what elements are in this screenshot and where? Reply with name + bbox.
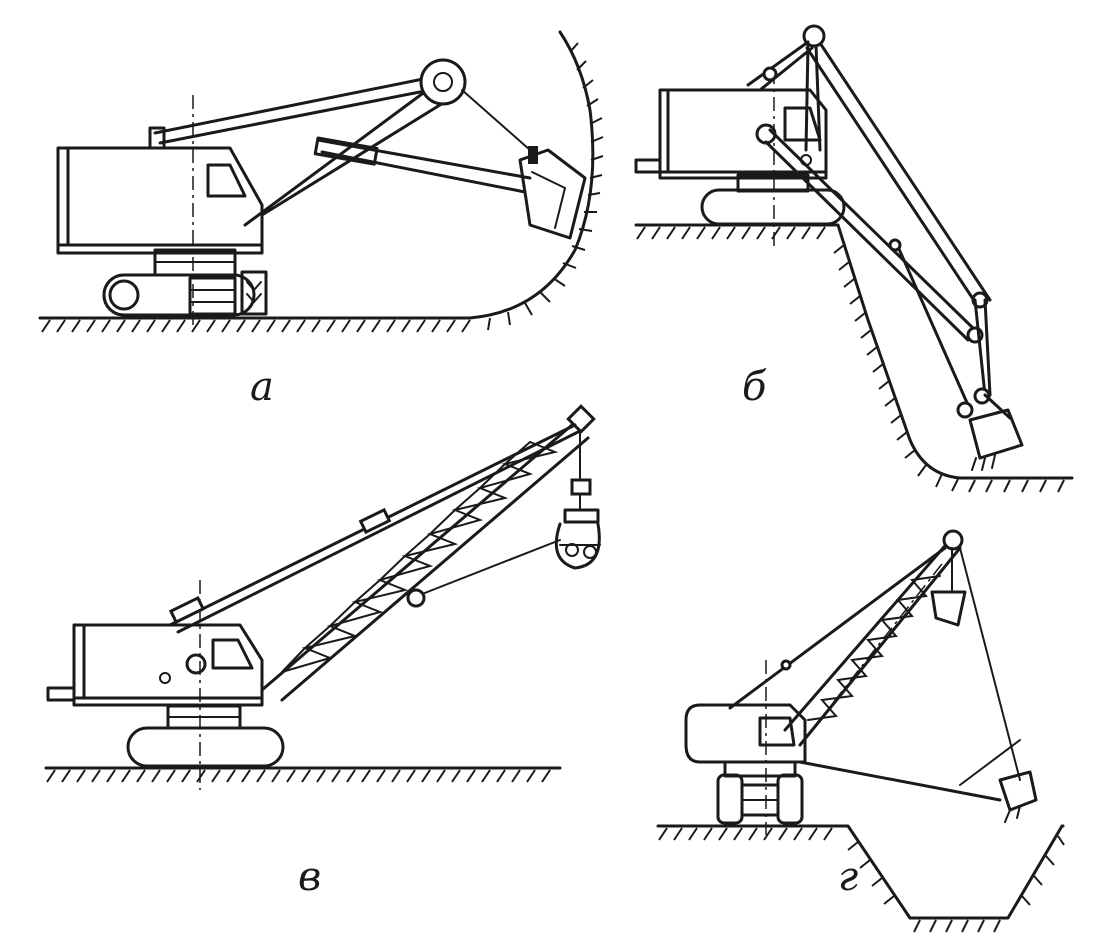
panel-g-dragline	[656, 529, 1065, 933]
ground-hatching	[658, 827, 1065, 933]
panel-b-backhoe	[634, 24, 1074, 493]
panel-a-power-shovel	[38, 30, 604, 333]
ground-hatching	[41, 42, 604, 333]
ground-hatching	[46, 769, 551, 783]
panel-label-b: б	[742, 364, 767, 410]
panel-label-g: г	[838, 854, 858, 900]
panel-label-a: а	[250, 364, 274, 410]
panel-v-clamshell	[44, 404, 601, 790]
panel-label-v: в	[298, 854, 321, 900]
ground-hatching	[636, 226, 1065, 493]
